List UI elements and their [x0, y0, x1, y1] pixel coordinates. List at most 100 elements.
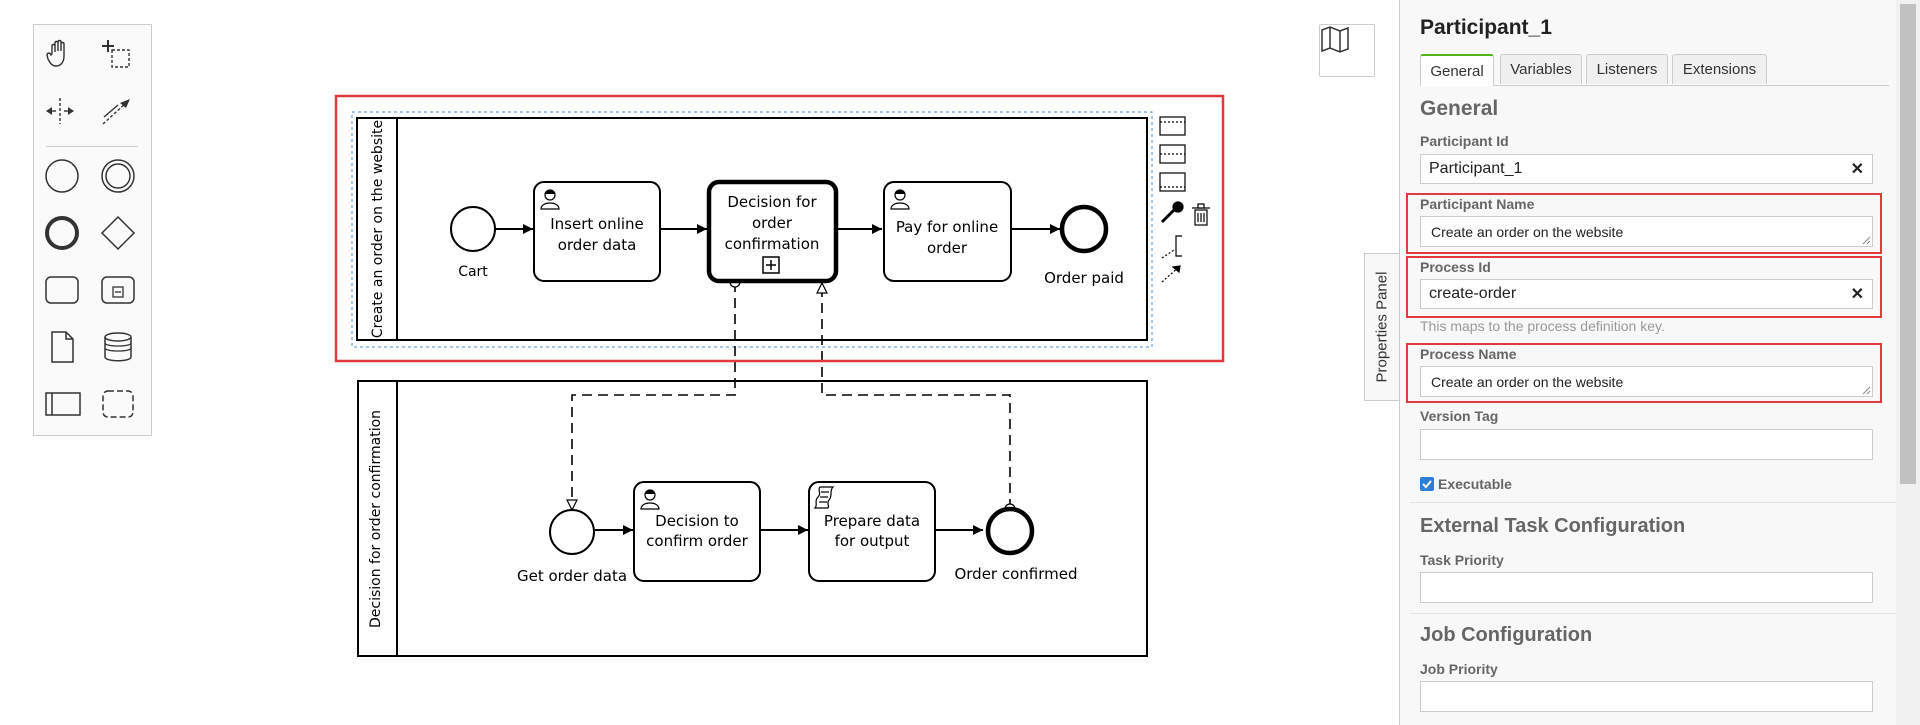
context-pad[interactable] [1159, 116, 1210, 283]
panel-title: Participant_1 [1420, 16, 1552, 39]
subprocess-line2: order [752, 214, 793, 232]
pool-create-order-label: Create an order on the website [370, 120, 386, 338]
subprocess-line1: Decision for [727, 193, 817, 211]
cart-label: Cart [458, 264, 488, 280]
start-event-cart[interactable]: Cart [450, 206, 496, 280]
participant-id-field[interactable]: Participant_1 ✕ [1420, 154, 1873, 184]
palette-separator [46, 146, 138, 147]
start-event-get-order-data[interactable]: Get order data [517, 509, 627, 585]
map-icon [1321, 26, 1349, 53]
connect-icon[interactable] [1161, 265, 1181, 283]
tab-listeners[interactable]: Listeners [1586, 54, 1668, 84]
job-priority-label: Job Priority [1420, 661, 1498, 677]
task-pay-line2: order [927, 239, 968, 257]
participant-name-value: Create an order on the website [1431, 223, 1624, 240]
section-divider [1410, 613, 1897, 614]
hand-tool-icon[interactable] [44, 38, 84, 78]
gateway-icon[interactable] [100, 215, 140, 255]
pool-decision-label: Decision for order confirmation [368, 410, 384, 628]
message-flows[interactable] [572, 282, 1010, 510]
task-pay-order[interactable]: Pay for online order [883, 181, 1012, 282]
process-id-hint: This maps to the process definition key. [1420, 318, 1665, 334]
task-decision-confirm[interactable]: Decision to confirm order [633, 481, 761, 582]
task-prepare-line1: Prepare data [824, 512, 920, 530]
end-event-order-confirmed[interactable]: Order confirmed [954, 506, 1078, 583]
properties-panel-toggle-label: Properties Panel [1373, 271, 1391, 383]
wrench-icon[interactable] [1160, 201, 1184, 224]
properties-panel: Participant_1 General Variables Listener… [1399, 0, 1897, 725]
data-store-icon[interactable] [100, 329, 140, 369]
clear-participant-id-icon[interactable]: ✕ [1850, 161, 1864, 178]
task-icon[interactable] [44, 272, 84, 312]
properties-panel-toggle[interactable]: Properties Panel [1364, 253, 1399, 401]
end-event-icon[interactable] [44, 215, 84, 255]
task-prepare-line2: for output [835, 532, 910, 550]
tab-general[interactable]: General [1420, 54, 1494, 86]
subprocess-icon[interactable] [100, 272, 140, 312]
process-name-label: Process Name [1420, 346, 1517, 362]
executable-checkbox[interactable]: Executable [1420, 476, 1512, 492]
process-id-field[interactable]: create-order ✕ [1420, 279, 1873, 309]
participant-name-label: Participant Name [1420, 196, 1535, 212]
resize-handle-icon[interactable] [1861, 385, 1871, 395]
participant-icon[interactable] [44, 386, 84, 426]
intermediate-event-icon[interactable] [100, 158, 140, 198]
process-id-value: create-order [1429, 285, 1517, 302]
task-priority-field[interactable] [1420, 572, 1873, 603]
subprocess-decision[interactable]: Decision for order confirmation [706, 179, 839, 284]
subprocess-line3: confirmation [725, 235, 820, 253]
resize-handle-icon[interactable] [1861, 235, 1871, 245]
clear-process-id-icon[interactable]: ✕ [1850, 286, 1864, 303]
selection-outline [351, 111, 1153, 348]
data-object-icon[interactable] [44, 329, 84, 369]
properties-scrollbar[interactable] [1896, 0, 1920, 725]
task-decide-line2: confirm order [646, 532, 748, 550]
process-name-field[interactable]: Create an order on the website [1420, 366, 1873, 397]
global-connect-icon[interactable] [100, 95, 140, 135]
start-event-icon[interactable] [44, 158, 84, 198]
task-prepare-data[interactable]: Prepare data for output [808, 481, 936, 582]
lasso-tool-icon[interactable] [100, 38, 140, 78]
pool-highlight-box [334, 94, 1225, 363]
lane-divide-icon[interactable] [1159, 144, 1186, 164]
participant-id-label: Participant Id [1420, 133, 1509, 149]
participant-name-field[interactable]: Create an order on the website [1420, 216, 1873, 247]
lane-above-icon[interactable] [1159, 116, 1186, 136]
group-icon[interactable] [100, 386, 140, 426]
process-id-label: Process Id [1420, 259, 1491, 275]
order-paid-label: Order paid [1044, 269, 1124, 287]
participant-id-value: Participant_1 [1429, 160, 1523, 177]
bpmn-diagram[interactable]: Create an order on the website Decision … [0, 0, 1400, 725]
lane-below-icon[interactable] [1159, 172, 1186, 192]
delete-icon[interactable] [1192, 203, 1210, 226]
task-insert-order-data[interactable]: Insert online order data [533, 181, 661, 282]
space-tool-icon[interactable] [44, 95, 84, 135]
task-insert-line1: Insert online [550, 215, 644, 233]
task-priority-label: Task Priority [1420, 552, 1504, 568]
diagram-canvas[interactable]: Create an order on the website Decision … [0, 0, 1400, 725]
order-confirmed-label: Order confirmed [954, 565, 1077, 583]
tab-extensions[interactable]: Extensions [1672, 54, 1767, 84]
task-insert-line2: order data [558, 236, 637, 254]
get-order-data-label: Get order data [517, 567, 627, 585]
sequence-flows[interactable] [495, 224, 1060, 535]
end-event-order-paid[interactable]: Order paid [1044, 204, 1124, 287]
job-priority-field[interactable] [1420, 681, 1873, 712]
task-pay-line1: Pay for online [896, 218, 998, 236]
section-divider [1410, 502, 1897, 503]
version-tag-field[interactable] [1420, 429, 1873, 460]
expand-subprocess-icon[interactable] [762, 256, 780, 274]
tab-variables[interactable]: Variables [1500, 54, 1582, 84]
task-decide-line1: Decision to [655, 512, 739, 530]
version-tag-label: Version Tag [1420, 408, 1499, 424]
minimap-toggle-button[interactable] [1319, 24, 1375, 77]
user-task-icon [890, 189, 910, 210]
user-task-icon [540, 189, 560, 210]
general-heading: General [1420, 97, 1499, 120]
checkbox-checked-icon[interactable] [1420, 477, 1434, 491]
script-task-icon [813, 486, 835, 509]
tab-bar: General Variables Listeners Extensions [1420, 54, 1889, 86]
process-name-value: Create an order on the website [1431, 373, 1624, 390]
text-annotation-icon[interactable] [1161, 235, 1182, 259]
scrollbar-thumb[interactable] [1900, 4, 1916, 484]
